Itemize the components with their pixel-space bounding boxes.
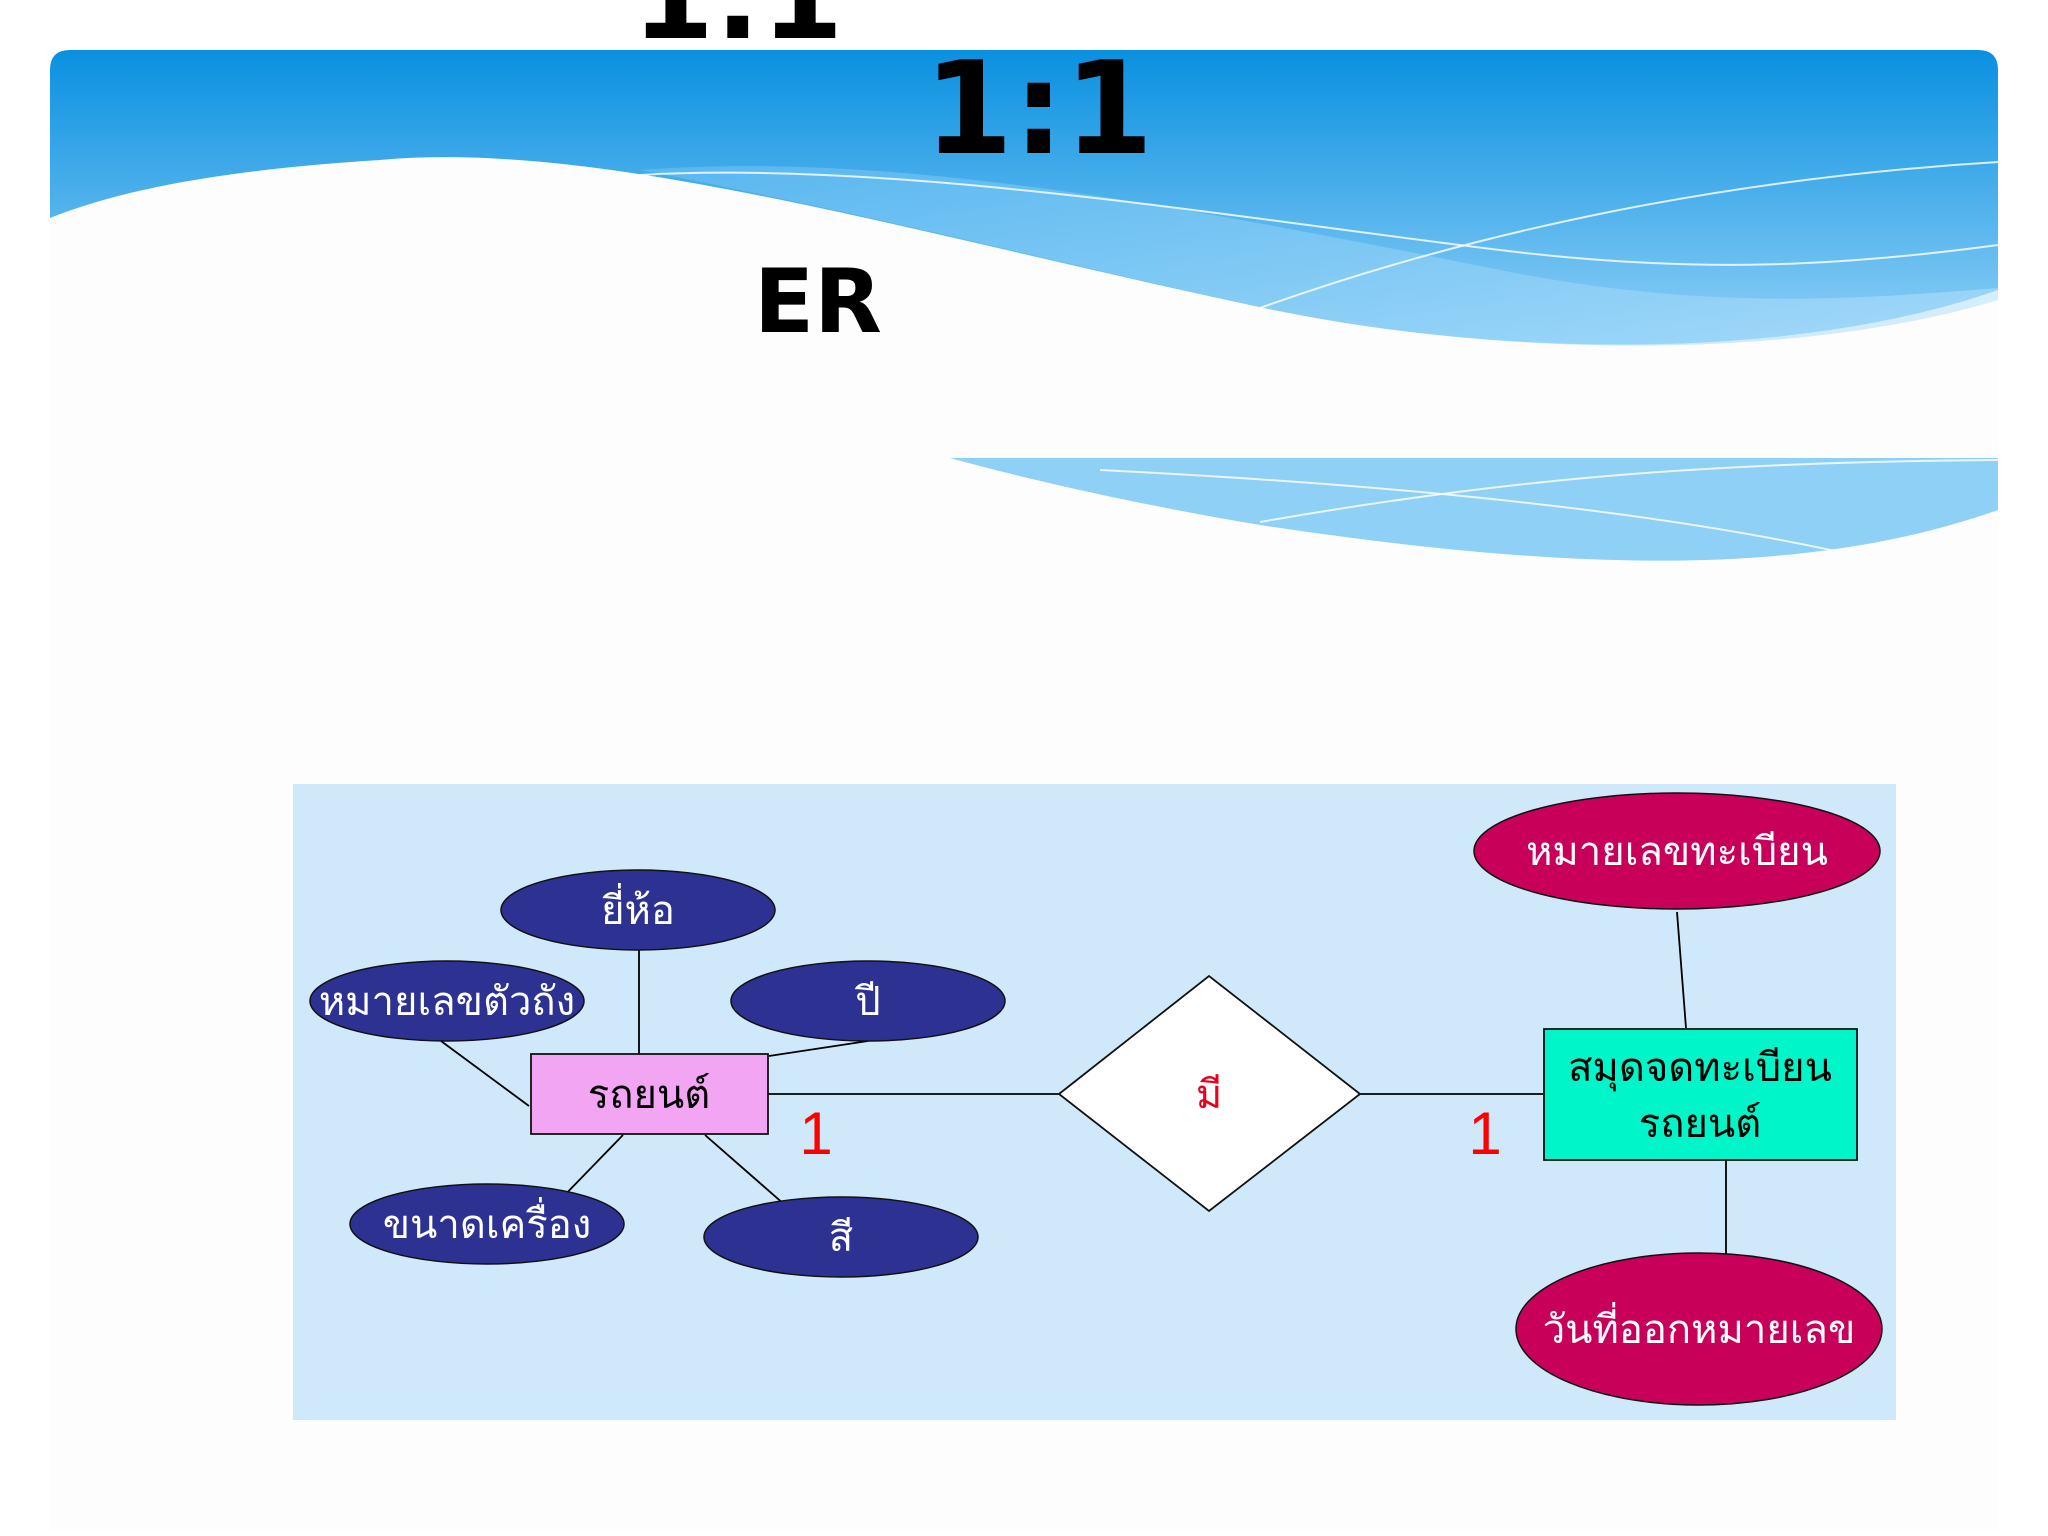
entity-car-label: รถยนต์ xyxy=(588,1072,710,1117)
slide-subtitle: ER xyxy=(754,250,882,353)
attribute-brand: ยี่ห้อ xyxy=(500,869,776,951)
attribute-year: ปี xyxy=(730,960,1006,1042)
registration-attributes: หมายเลขทะเบียน วันที่ออกหมายเลข xyxy=(1473,792,1883,1406)
attribute-color: สี xyxy=(703,1196,979,1278)
top-title-fragment: 1:1 xyxy=(632,0,843,56)
attribute-color-label: สี xyxy=(829,1215,853,1260)
relationship-has: มี xyxy=(1057,974,1362,1213)
attribute-registration-number: หมายเลขทะเบียน xyxy=(1473,792,1881,910)
attribute-issue-date-label: วันที่ออกหมายเลข xyxy=(1543,1302,1856,1352)
cardinality-right: 1 xyxy=(1468,1100,1501,1167)
attribute-issue-date: วันที่ออกหมายเลข xyxy=(1515,1252,1883,1406)
relationship-label: มี xyxy=(1196,1072,1222,1117)
attribute-engine-size: ขนาดเครื่อง xyxy=(349,1183,625,1265)
attribute-registration-number-label: หมายเลขทะเบียน xyxy=(1526,829,1828,874)
entity-car: รถยนต์ xyxy=(530,1053,769,1135)
entity-registration-book-label-line1: สมุดจดทะเบียน xyxy=(1568,1045,1832,1092)
slide-title: 1:1 xyxy=(924,35,1154,184)
cardinality-left: 1 xyxy=(799,1100,832,1167)
car-attributes: ยี่ห้อ หมายเลขตัวถัง ปี ขนาดเครื่อง สี xyxy=(309,869,1006,1278)
attribute-engine-size-label: ขนาดเครื่อง xyxy=(383,1197,592,1247)
attribute-chassis-number-label: หมายเลขตัวถัง xyxy=(319,979,575,1024)
entity-registration-book: สมุดจดทะเบียน รถยนต์ xyxy=(1543,1028,1858,1161)
er-diagram: ยี่ห้อ หมายเลขตัวถัง ปี ขนาดเครื่อง สี ร… xyxy=(293,784,1896,1420)
connector-engine-size xyxy=(557,1134,624,1203)
attribute-brand-label: ยี่ห้อ xyxy=(601,883,675,933)
connector-lines xyxy=(440,911,1727,1254)
entity-registration-book-label-line2: รถยนต์ xyxy=(1639,1101,1761,1146)
attribute-year-label: ปี xyxy=(855,979,881,1024)
connector-color xyxy=(704,1134,794,1213)
connector-registration-number xyxy=(1676,911,1687,1029)
connector-chassis-number xyxy=(440,1040,530,1107)
connector-year xyxy=(768,1040,869,1057)
attribute-chassis-number: หมายเลขตัวถัง xyxy=(309,960,585,1042)
